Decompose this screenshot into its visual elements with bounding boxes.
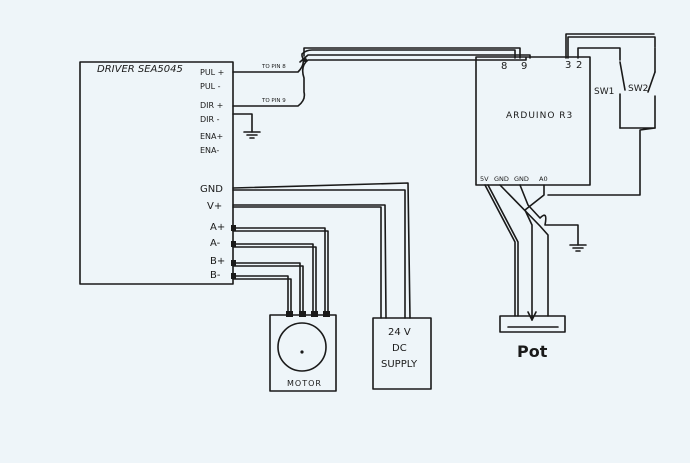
wire-gnd2-to-ground [519,184,579,246]
wire-gnd-to-pot [499,184,549,317]
arduino-pin-8: 8 [501,61,508,72]
motor-label: MOTOR [287,379,322,388]
annot-to-pin8: TO PIN 8 [262,64,286,70]
supply-label-dc: DC [392,343,407,354]
wire-dir-minus-gnd [232,113,253,133]
arduino-pin-3: 3 [565,60,572,71]
pin-label-b-plus: B+ [210,256,226,267]
wire-b-minus [232,275,289,316]
arduino-pin-2: 2 [576,60,583,71]
arduino-pin-5v: 5V [480,175,489,183]
wire-pin2-sw [577,47,621,61]
arduino-title: ARDUINO R3 [506,111,574,121]
switch-label-sw2: SW2 [628,84,649,94]
switch-label-sw1: SW1 [594,87,615,97]
pin-label-a-minus: A- [210,238,221,249]
wire-a0-to-pot [524,184,545,321]
wire-dir-to-pin9b [299,54,531,63]
driver-title: DRIVER SEA5045 [97,64,183,75]
pin-label-dir-plus: DIR + [200,101,224,110]
wire-a-plus [232,227,326,316]
arduino-pin-9: 9 [521,61,528,72]
wire-pul-to-pin8 [232,49,516,73]
wire-5v-to-pot [484,184,516,317]
motor-rotor [277,322,327,372]
pot-label: Pot [517,342,548,361]
wire-sw-common [547,127,656,196]
pin-label-pul-plus: PUL + [200,68,225,77]
annot-to-pin9: TO PIN 9 [262,98,286,104]
pin-label-ena-minus: ENA- [200,146,220,155]
supply-label-supply: SUPPLY [381,359,418,370]
supply-label-voltage: 24 V [388,327,411,338]
pin-label-dir-minus: DIR - [200,115,220,124]
driver-box [79,61,234,285]
arduino-box [475,56,591,186]
wire-pin3-sw [567,36,656,59]
pin-label-pul-minus: PUL - [200,82,221,91]
arduino-pin-a0: A0 [539,175,548,183]
pin-label-vplus: V+ [207,201,223,212]
wire-a-minus [232,243,314,316]
pin-label-a-plus: A+ [210,222,226,233]
wire-pul-double [303,47,521,59]
arduino-pin-gnd1: GND [494,175,509,183]
arduino-pin-gnd2: GND [514,175,529,183]
pin-label-gnd: GND [200,184,223,195]
supply-box [372,317,432,390]
wire-b-plus [232,262,301,316]
wire-vplus-to-supply [232,206,382,319]
pin-label-b-minus: B- [210,270,221,281]
wire-gnd-to-supply [232,189,406,319]
pin-label-ena-plus: ENA+ [200,132,224,141]
